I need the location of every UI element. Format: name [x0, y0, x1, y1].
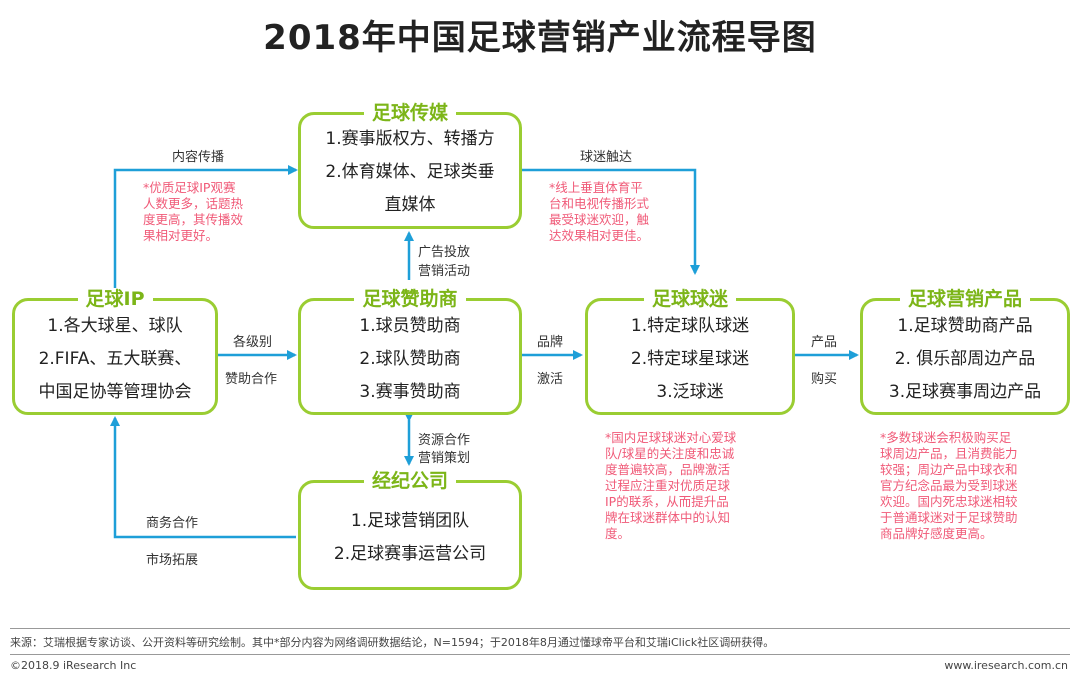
ip-box: 足球IP 1.各大球星、球队 2.FIFA、五大联赛、 中国足协等管理协会: [12, 288, 218, 415]
media-line-1: 1.赛事版权方、转播方: [325, 129, 495, 149]
label-product: 产品: [811, 335, 838, 350]
media-line-3: 直媒体: [384, 195, 436, 215]
sponsor-box: 足球赞助商 1.球员赞助商 2.球队赞助商 3.赛事赞助商: [298, 288, 522, 415]
fans-line-3: 3.泛球迷: [656, 382, 724, 402]
label-marketing-activity: 营销活动: [418, 264, 471, 279]
sponsor-line-2: 2.球队赞助商: [359, 349, 461, 369]
label-purchase: 购买: [811, 372, 838, 387]
products-line-2: 2. 俱乐部周边产品: [894, 349, 1036, 369]
fans-box-title: 足球球迷: [643, 288, 736, 310]
ip-line-1: 1.各大球星、球队: [47, 316, 183, 336]
label-brand: 品牌: [537, 335, 564, 350]
sponsor-line-1: 1.球员赞助商: [359, 316, 461, 336]
sponsor-box-title: 足球赞助商: [354, 288, 466, 310]
label-activation: 激活: [537, 372, 564, 387]
label-fan-reach: 球迷触达: [580, 150, 633, 165]
agency-box-title: 经纪公司: [363, 470, 456, 492]
label-ad-placement: 广告投放: [418, 245, 471, 260]
fans-line-1: 1.特定球队球迷: [630, 316, 750, 336]
ip-box-title: 足球IP: [77, 288, 153, 310]
agency-box: 经纪公司 1.足球营销团队 2.足球赛事运营公司: [298, 470, 522, 590]
label-resource-coop: 资源合作: [418, 433, 471, 448]
label-content-spread: 内容传播: [172, 150, 225, 165]
note-fans: *国内足球球迷对心爱球 队/球星的关注度和忠诚 度普遍较高，品牌激活 过程应注重…: [605, 430, 737, 541]
label-marketing-planning: 营销策划: [418, 451, 471, 466]
footer-divider-bottom: [10, 654, 1070, 655]
label-levels: 各级别: [233, 335, 273, 350]
arrow-media-to-fans: [522, 168, 700, 275]
source-note: 来源：艾瑞根据专家访谈、公开资料等研究绘制。其中*部分内容为网络调研数据结论，N…: [10, 636, 775, 649]
products-line-3: 3.足球赛事周边产品: [888, 382, 1042, 402]
ip-line-3: 中国足协等管理协会: [38, 382, 192, 402]
footer-divider-top: [10, 628, 1070, 629]
fans-box: 足球球迷 1.特定球队球迷 2.特定球星球迷 3.泛球迷: [585, 288, 795, 415]
agency-line-1: 1.足球营销团队: [350, 511, 470, 531]
products-box-title: 足球营销产品: [899, 288, 1030, 310]
label-business-coop: 商务合作: [146, 516, 199, 531]
website-link[interactable]: www.iresearch.com.cn: [944, 659, 1068, 672]
media-box: 足球传媒 1.赛事版权方、转播方 2.体育媒体、足球类垂 直媒体: [298, 102, 522, 229]
arrow-ip-to-media: [113, 165, 298, 298]
media-line-2: 2.体育媒体、足球类垂: [325, 162, 495, 182]
ip-line-2: 2.FIFA、五大联赛、: [38, 349, 192, 369]
agency-line-2: 2.足球赛事运营公司: [333, 544, 487, 564]
sponsor-line-3: 3.赛事赞助商: [359, 382, 461, 402]
copyright: ©2018.9 iResearch Inc: [10, 659, 137, 672]
label-sponsorship: 赞助合作: [225, 372, 278, 387]
note-products: *多数球迷会积极购买足 球周边产品，且消费能力 较强；周边产品中球衣和 官方纪念…: [880, 430, 1018, 541]
products-box: 足球营销产品 1.足球赞助商产品 2. 俱乐部周边产品 3.足球赛事周边产品: [860, 288, 1070, 415]
media-box-title: 足球传媒: [363, 102, 456, 124]
arrow-agency-to-ip: [110, 416, 296, 539]
page-title: 2018年中国足球营销产业流程导图: [263, 18, 817, 58]
products-line-1: 1.足球赞助商产品: [897, 316, 1033, 336]
label-market-expansion: 市场拓展: [146, 553, 199, 568]
note-ip-media: *优质足球IP观赛 人数更多，话题热 度更高，其传播效 果相对更好。: [143, 180, 244, 243]
note-media-fans: *线上垂直体育平 台和电视传播形式 最受球迷欢迎，触 达效果相对更佳。: [549, 180, 650, 243]
fans-line-2: 2.特定球星球迷: [630, 349, 750, 369]
